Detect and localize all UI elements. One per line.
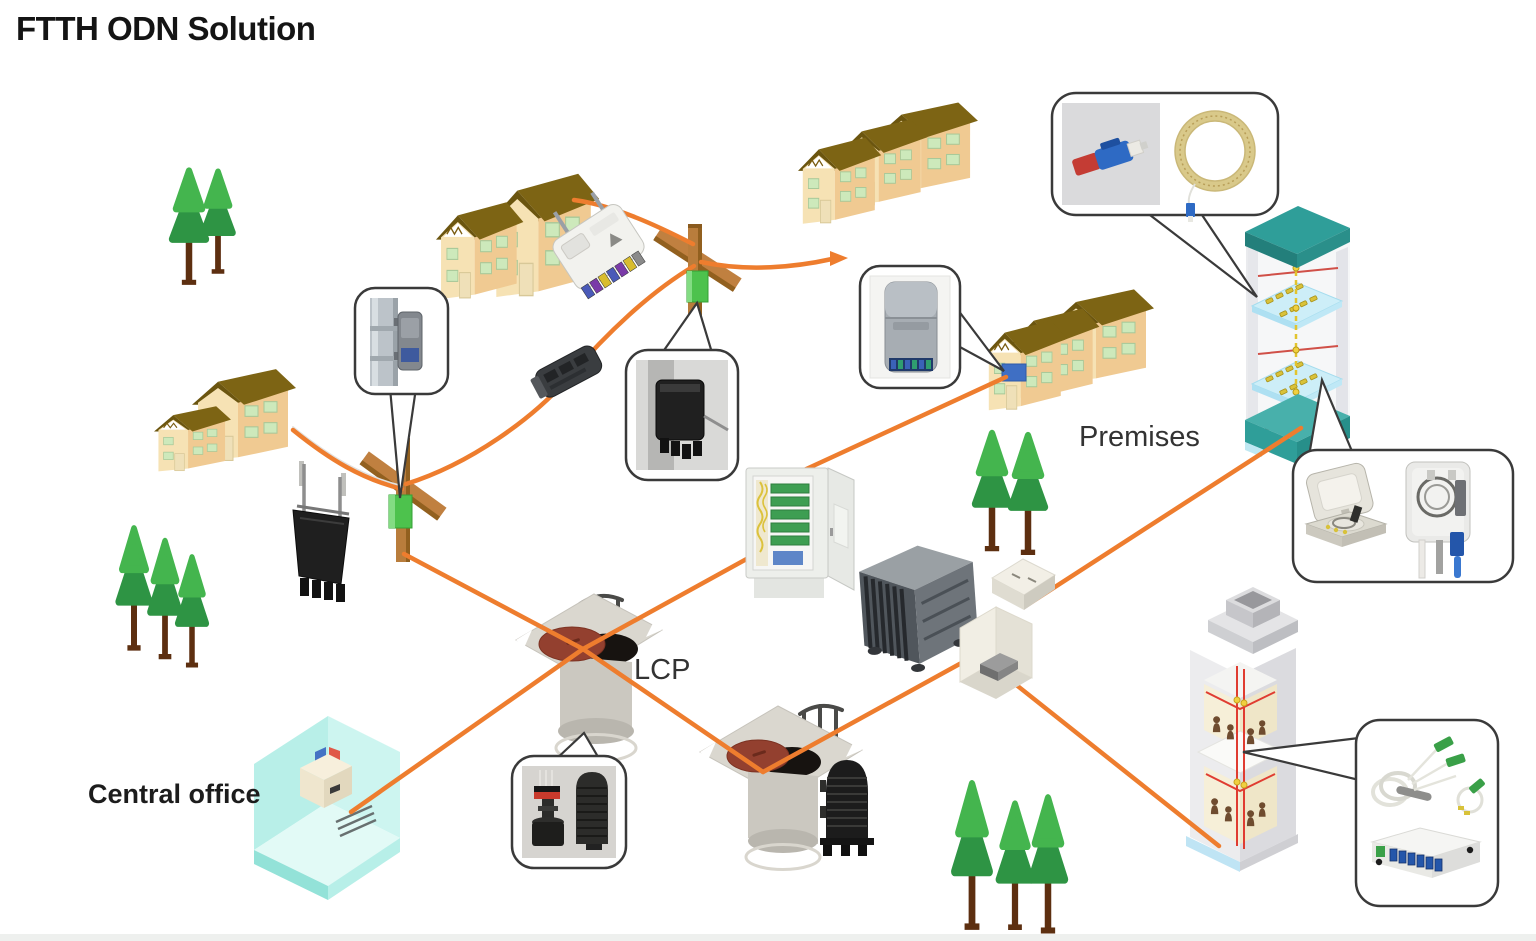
- tree-icon: [975, 434, 1009, 552]
- fiber-pigtail-coil-icon: [1174, 110, 1256, 222]
- callout-aerial-terminal: [624, 300, 740, 482]
- house-cluster-left: [153, 368, 297, 472]
- dome-closure-open-icon: [532, 770, 564, 846]
- callout-dome-closure: [510, 731, 628, 870]
- manhole-duct: [748, 770, 818, 844]
- street-fiber-cabinet: [745, 467, 855, 598]
- pole-mounted-terminal-icon: [394, 311, 423, 371]
- house-icon: [797, 137, 882, 225]
- underground-manhole-lcp-1: [514, 593, 664, 763]
- tree-icon: [1031, 798, 1065, 933]
- aerial-fiber-distribution-terminal: [552, 191, 646, 300]
- house-icon: [153, 405, 232, 472]
- messenger-wire: [292, 426, 403, 487]
- dome-splice-closure-icon: [820, 760, 874, 856]
- trees-bottom: [954, 785, 1064, 934]
- sc-connector-blue-icon: [1450, 532, 1464, 556]
- splitter-cassette-icon: [1370, 827, 1482, 878]
- dome-closure-cover-icon: [576, 772, 608, 850]
- tree-icon: [178, 558, 207, 668]
- house-icon: [435, 201, 524, 300]
- tree-icon: [954, 785, 989, 930]
- mdu-building: [1186, 587, 1298, 872]
- house-cluster-premises: [983, 288, 1155, 411]
- page-bottom-strip: [0, 934, 1536, 941]
- tree-icon: [203, 172, 233, 274]
- span-post-icon: [341, 473, 346, 496]
- vent-slats: [863, 576, 909, 661]
- cable-house-to-pole-span: [290, 427, 405, 492]
- olt-shelf-icon: [300, 747, 352, 808]
- cable-arrowhead-icon: [830, 251, 848, 266]
- cable-co-to-lcp1: [348, 646, 586, 815]
- tree-icon: [150, 542, 180, 660]
- premises-terminal-icon: [884, 281, 938, 373]
- lcp-label: LCP: [634, 654, 691, 686]
- central-office-label: Central office: [88, 779, 261, 809]
- callout-plc-splitter: [1242, 718, 1500, 908]
- cable-pole-to-lcp1: [401, 551, 586, 652]
- pole-tag-green: [388, 494, 413, 529]
- splitter-shelf: [1250, 282, 1344, 330]
- central-office-room: [254, 716, 400, 900]
- pedestal-box: [990, 558, 1057, 610]
- pole-tag-green: [686, 270, 709, 303]
- fiber-wall-outlet-icon: [1405, 461, 1471, 579]
- manhole-duct: [560, 656, 632, 733]
- cable-lcp2-to-wall-box: [760, 647, 988, 775]
- premises-label: Premises: [1079, 421, 1200, 453]
- aerial-terminal-icon: [655, 379, 729, 459]
- tree-icon: [172, 171, 206, 285]
- cable-cabinet-to-premises-house: [786, 374, 1009, 480]
- wall-mount-box: [959, 606, 1033, 699]
- callout-premises-terminal: [858, 264, 1005, 390]
- trees-premises: [975, 434, 1045, 556]
- fiber-loops-yellow: [756, 481, 764, 553]
- cable-lcp1-to-lcp2: [580, 646, 766, 775]
- inline-splice-closure: [530, 345, 603, 399]
- terminal-box-open-icon: [1304, 462, 1388, 547]
- tree-icon: [1011, 436, 1045, 555]
- callout-terminal-box-and-rosette: [1291, 376, 1515, 584]
- tree-icon: [118, 529, 149, 651]
- trees-left: [118, 529, 206, 668]
- cable-wall-box-to-rack: [1021, 425, 1304, 610]
- riser-cable-red: [1205, 666, 1276, 849]
- bare-plc-splitter-icon: [1371, 736, 1485, 815]
- underground-manhole-lcp-2: [698, 703, 864, 871]
- floor-tap-dots: [1233, 696, 1248, 789]
- callout-fast-connector-and-pigtail: [1050, 91, 1280, 298]
- span-post-icon: [299, 461, 304, 486]
- aerial-terminal-closure: [292, 464, 350, 602]
- callout-pole-mounted-terminal: [353, 286, 450, 499]
- splitter-trays-green: [770, 483, 810, 546]
- trees-top-left: [172, 171, 233, 285]
- cable-house-to-pole-top-span: [571, 197, 696, 247]
- cable-pole-top-to-right: [698, 256, 835, 270]
- vent-grille-icon: [335, 804, 377, 838]
- diagram-title: FTTH ODN Solution: [16, 10, 316, 47]
- tree-icon: [999, 804, 1032, 930]
- fast-connector-icon: [1072, 137, 1149, 176]
- cable-wall-box-to-mdu: [992, 665, 1222, 849]
- house-cluster-top-right: [797, 101, 979, 225]
